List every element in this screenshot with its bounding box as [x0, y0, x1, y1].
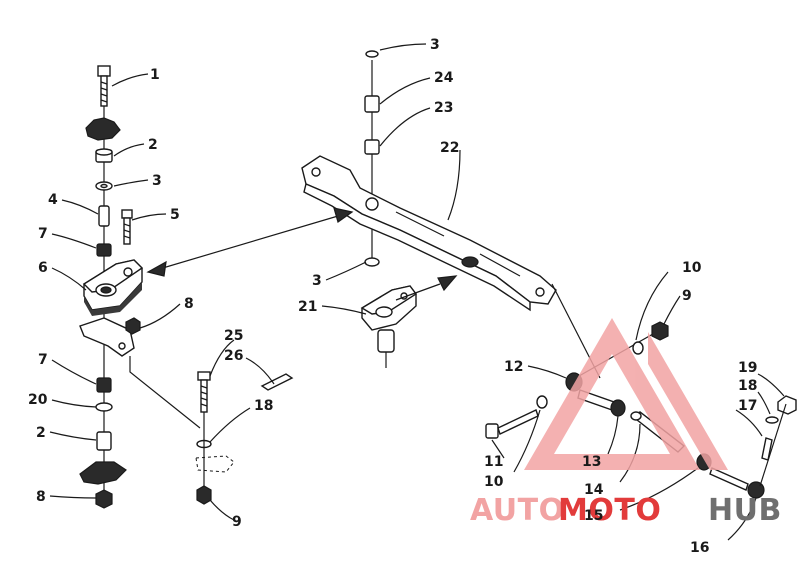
callout-7-lower: 7 [38, 352, 48, 368]
left-mount-assembly [79, 65, 144, 509]
callout-17: 17 [738, 398, 757, 414]
callout-8: 8 [184, 296, 194, 312]
callout-16: 16 [690, 540, 709, 556]
bolt-part-5 [121, 209, 133, 245]
callout-3-top: 3 [430, 37, 440, 53]
callout-18-right: 18 [738, 378, 757, 394]
mount-part-21 [360, 285, 418, 368]
crossbar-part-22 [301, 155, 557, 312]
callout-23: 23 [434, 100, 453, 116]
bolt-part-1 [97, 65, 111, 107]
callout-1: 1 [150, 67, 160, 83]
callout-11: 11 [484, 454, 503, 470]
callout-2: 2 [148, 137, 158, 153]
callout-25: 25 [224, 328, 243, 344]
callout-14: 14 [584, 482, 604, 498]
callout-24: 24 [434, 70, 454, 86]
callout-9: 9 [232, 514, 242, 530]
callout-13: 13 [582, 454, 601, 470]
right-leader-lines [491, 271, 785, 541]
callout-10: 10 [682, 260, 702, 276]
callout-21: 21 [298, 299, 317, 315]
callout-labels: 1 2 3 4 5 7 6 8 7 20 2 8 25 26 18 9 3 24… [28, 37, 757, 556]
mount-part-6 [82, 259, 144, 316]
watermark-auto: AUTO [470, 493, 565, 528]
nut-part-2 [95, 148, 113, 163]
callout-18: 18 [254, 398, 273, 414]
callout-26: 26 [224, 348, 243, 364]
callout-19: 19 [738, 360, 757, 376]
callout-4: 4 [48, 192, 58, 208]
callout-2-lower: 2 [36, 425, 46, 441]
callout-22: 22 [440, 140, 459, 156]
callout-3: 3 [152, 173, 162, 189]
cotter-pin-assembly [129, 356, 294, 505]
callout-20: 20 [28, 392, 48, 408]
callout-15: 15 [584, 508, 603, 524]
callout-9-right: 9 [682, 288, 692, 304]
callout-8-lower: 8 [36, 489, 46, 505]
watermark-text: AUTO MOTO HUB [470, 493, 782, 528]
callout-12: 12 [504, 359, 523, 375]
callout-6: 6 [38, 260, 48, 276]
callout-7: 7 [38, 226, 48, 242]
watermark-logo [524, 318, 728, 470]
callout-5: 5 [170, 207, 180, 223]
watermark-moto: MOTO [558, 493, 661, 528]
assembly-arrows [146, 207, 458, 301]
middle-left-leader-lines [209, 339, 275, 521]
left-leader-lines [49, 73, 181, 499]
watermark-triangle-icon [524, 318, 700, 470]
callout-10-lower: 10 [484, 474, 504, 490]
callout-3-mid: 3 [312, 273, 322, 289]
watermark-hub: HUB [708, 493, 782, 528]
